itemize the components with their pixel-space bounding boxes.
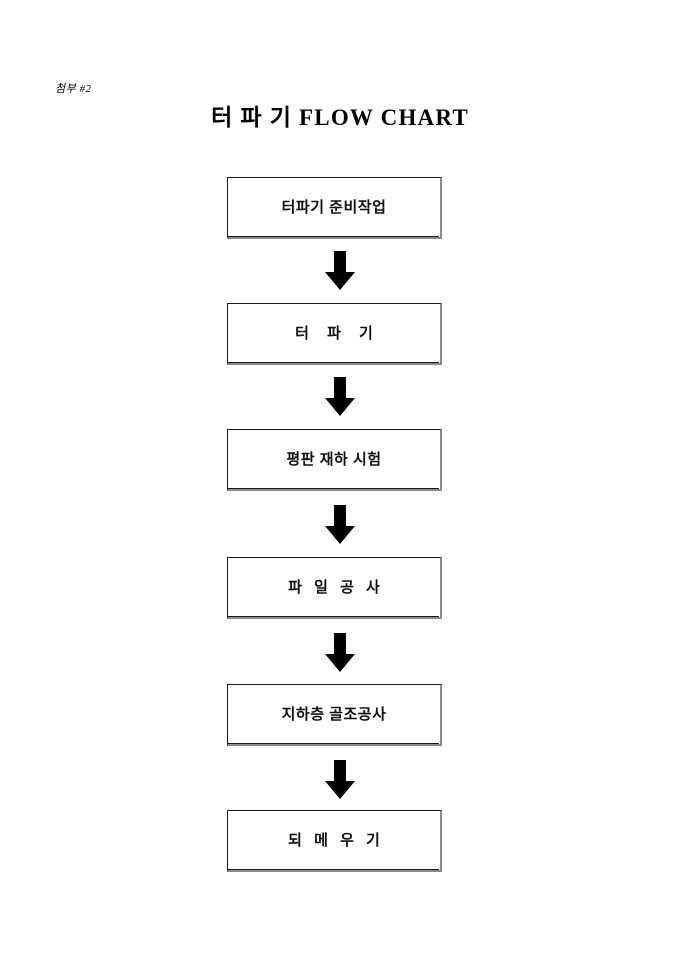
page-title: 터 파 기 FLOW CHART bbox=[211, 105, 469, 130]
flow-node-3: 평판 재하 시험 bbox=[227, 429, 442, 491]
attachment-tag: 첨부 #2 bbox=[55, 83, 92, 95]
flow-node-label: 터 파 기 bbox=[295, 325, 380, 342]
arrow-down-icon bbox=[324, 251, 356, 291]
flow-node-1: 터파기 준비작업 bbox=[227, 177, 442, 239]
flow-node-label: 터파기 준비작업 bbox=[281, 199, 387, 216]
arrow-down-icon bbox=[324, 505, 356, 545]
flow-node-label: 되 메 우 기 bbox=[288, 832, 384, 849]
arrow-down-icon bbox=[324, 633, 356, 673]
flow-node-label: 지하층 골조공사 bbox=[281, 706, 387, 723]
flow-node-label: 파 일 공 사 bbox=[288, 579, 384, 596]
arrow-down-icon bbox=[324, 760, 356, 800]
flow-node-2: 터 파 기 bbox=[227, 303, 442, 365]
arrow-down-icon bbox=[324, 377, 356, 417]
flow-node-label: 평판 재하 시험 bbox=[286, 451, 382, 468]
flow-node-5: 지하층 골조공사 bbox=[227, 684, 442, 746]
flow-node-4: 파 일 공 사 bbox=[227, 557, 442, 619]
flow-node-6: 되 메 우 기 bbox=[227, 810, 442, 872]
